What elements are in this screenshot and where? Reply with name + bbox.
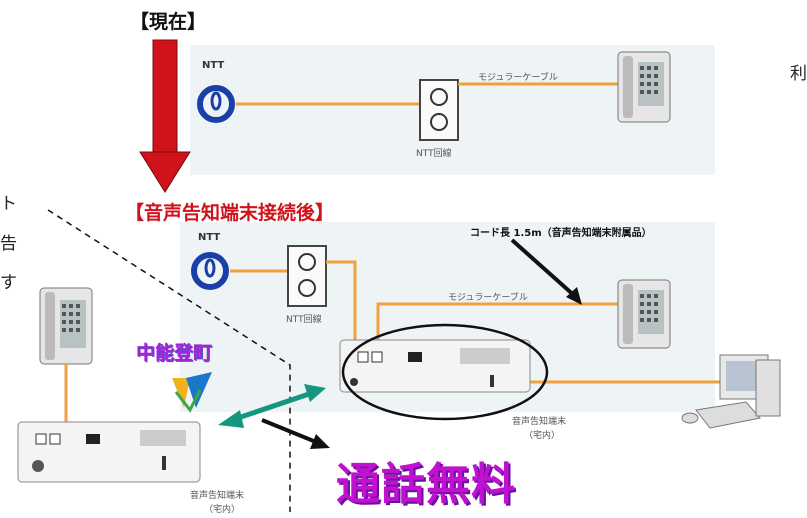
label-ntt-line-top: NTT回線 (416, 149, 452, 159)
town-name: 中能登町 (136, 342, 213, 364)
cut-text-4: す (0, 273, 17, 293)
free-call-text: 通話無料 (336, 459, 516, 510)
ntt-symbol-mid (191, 252, 229, 290)
transition-arrow (139, 39, 191, 193)
ntt-symbol-top (197, 85, 235, 123)
label-terminal-main: 音声告知端末 (512, 417, 567, 427)
label-ntt-top: NTT (202, 60, 225, 71)
wall-outlet-top (419, 79, 459, 141)
cut-text-3: 告 (0, 234, 17, 254)
label-cord-length: コード長 1.5m（音声告知端末附属品） (470, 228, 652, 239)
label-terminal-left: 音声告知端末 (190, 491, 245, 501)
double-arrow (218, 384, 326, 428)
wall-outlet-mid (287, 245, 327, 307)
highlight-ellipse (341, 323, 549, 421)
cut-text-2: ト (0, 194, 17, 214)
label-ntt-mid: NTT (198, 232, 221, 243)
cut-text-1: 利 (790, 64, 807, 84)
town-logo-mark (172, 372, 212, 413)
heading-after: 【音声告知端末接続後】 (125, 202, 335, 224)
voice-terminal-main (339, 339, 531, 393)
computer-icon (681, 354, 781, 429)
label-terminal-left-sub: （宅内） (204, 505, 241, 515)
label-ntt-line-mid: NTT回線 (286, 315, 322, 325)
label-terminal-main-sub: （宅内） (524, 431, 561, 441)
heading-current: 【現在】 (130, 11, 207, 33)
separator-dashed (47, 209, 291, 512)
telephone-left (39, 287, 93, 365)
label-modular-cable-top: モジュラーケーブル (478, 73, 558, 83)
voice-terminal-left (17, 421, 201, 483)
telephone-mid (617, 279, 671, 349)
label-modular-cable-mid: モジュラーケーブル (448, 293, 528, 303)
telephone-top (617, 51, 671, 123)
